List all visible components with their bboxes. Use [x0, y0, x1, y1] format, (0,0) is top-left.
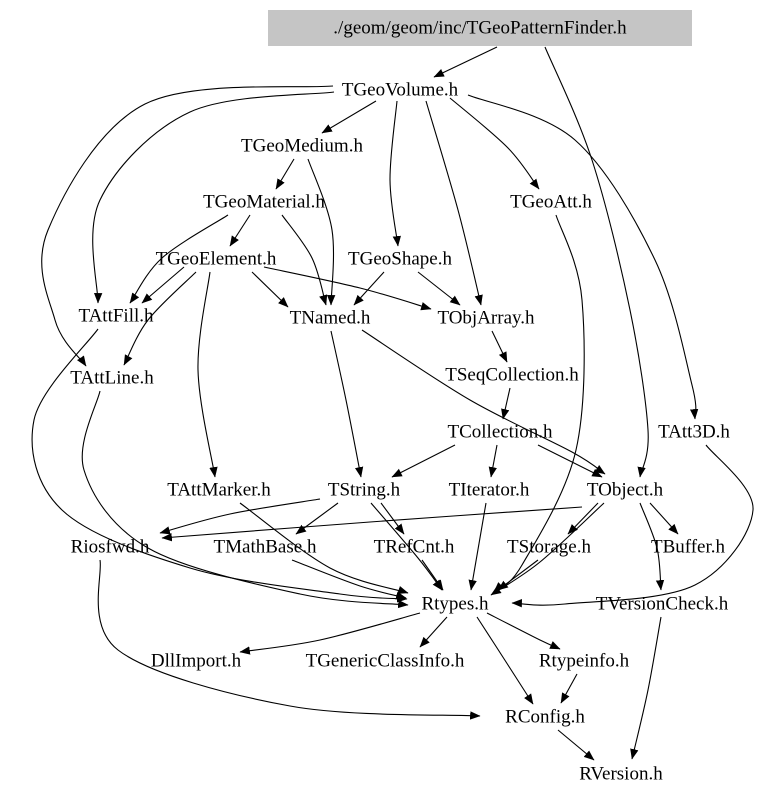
node-tversioncheck: TVersionCheck.h: [596, 594, 729, 615]
edge-tobjarray-to-tseqcollection: [491, 330, 508, 363]
edge-tattfill-to-rtypes: [31, 328, 408, 603]
node-tcollection: TCollection.h: [447, 422, 553, 443]
edge-tnamed-to-tobject: [361, 329, 606, 475]
edge-tgeoelement-to-tattline: [123, 271, 197, 366]
edge-tgeoelement-to-tobjarray: [263, 266, 432, 311]
edge-tcollection-to-titerator: [488, 444, 498, 478]
edge-rtypes-to-tgenericclassinfo: [419, 616, 448, 648]
edge-rtypes-to-dllimport: [239, 612, 421, 655]
edge-tgeovolume-to-tgeoatt: [449, 97, 540, 190]
node-tattfill: TAttFill.h: [78, 306, 154, 327]
edge-rtypes-to-rtypeinfo: [486, 612, 561, 650]
edge-tstorage-to-rtypes: [497, 559, 539, 591]
edge-tstring-to-tmathbase: [295, 502, 339, 535]
edge-tgeomedium-to-tnamed: [307, 158, 336, 306]
edge-tattline-to-rtypes: [81, 390, 409, 609]
edge-root-to-tobject: [544, 46, 649, 478]
edge-tgeomaterial-to-tgeoelement: [229, 214, 251, 247]
graph-edges: [31, 46, 754, 761]
edge-tobject-to-riosfwd: [161, 506, 583, 542]
node-tstring: TString.h: [328, 480, 401, 501]
edge-tgeovolume-to-tattfill: [92, 91, 335, 304]
edge-tgeomaterial-to-tattfill: [129, 214, 229, 304]
edge-tgeoelement-to-tattmarker: [197, 271, 218, 478]
edge-tatt3d-to-rtypes: [511, 444, 754, 608]
edge-tstring-to-trefcnt: [380, 502, 405, 535]
node-tbuffer: TBuffer.h: [651, 537, 726, 558]
node-titerator: TIterator.h: [449, 480, 530, 501]
node-tstorage: TStorage.h: [507, 537, 591, 558]
node-rconfig: RConfig.h: [505, 707, 585, 728]
node-riosfwd: Riosfwd.h: [71, 537, 150, 558]
node-tgeovolume: TGeoVolume.h: [342, 80, 459, 101]
edge-tgeovolume-to-tobjarray: [425, 100, 483, 306]
edge-riosfwd-to-rconfig: [97, 559, 481, 720]
node-tobject: TObject.h: [587, 480, 664, 501]
node-tgeoshape: TGeoShape.h: [348, 249, 452, 270]
edge-tmathbase-to-rtypes: [291, 559, 407, 600]
node-tgeoatt: TGeoAtt.h: [510, 192, 592, 213]
edge-tseqcollection-to-tcollection: [501, 387, 511, 420]
edge-tnamed-to-tstring: [330, 330, 364, 478]
edge-trefcnt-to-rtypes: [421, 559, 444, 591]
edge-tgeovolume-to-tattline: [41, 85, 334, 367]
edge-tgeoelement-to-tnamed: [251, 271, 289, 308]
edge-tgeoshape-to-tnamed: [353, 271, 385, 306]
node-root: ./geom/geom/inc/TGeoPatternFinder.h: [333, 18, 627, 39]
edge-tgeovolume-to-tgeoshape: [389, 100, 401, 247]
node-root-highlight-box: [268, 10, 692, 46]
edge-tgeovolume-to-tatt3d: [467, 94, 699, 420]
node-rtypeinfo: Rtypeinfo.h: [539, 651, 630, 672]
edge-tobject-to-tstorage: [567, 502, 599, 535]
node-dllimport: DllImport.h: [151, 651, 242, 672]
edge-tgeomaterial-to-tnamed: [281, 214, 328, 306]
edge-tgeoshape-to-tobjarray: [417, 271, 461, 306]
edge-tcollection-to-tstring: [391, 444, 456, 478]
node-tgeomedium: TGeoMedium.h: [241, 136, 363, 157]
node-tnamed: TNamed.h: [290, 308, 371, 329]
node-tattline: TAttLine.h: [70, 368, 154, 389]
edge-tgeoatt-to-rtypes: [493, 214, 585, 593]
edge-tgeoelement-to-tattfill: [141, 266, 185, 304]
edge-tstring-to-riosfwd: [159, 498, 321, 535]
node-tgeoelement: TGeoElement.h: [156, 249, 277, 270]
edge-tgeovolume-to-tgeomedium: [321, 100, 377, 134]
node-tatt3d: TAtt3D.h: [658, 422, 730, 443]
edge-tversioncheck-to-rversion: [630, 616, 662, 760]
node-rtypes: Rtypes.h: [421, 594, 489, 615]
node-tobjarray: TObjArray.h: [437, 308, 535, 329]
edge-root-to-tgeovolume: [433, 46, 498, 78]
edge-tgeomedium-to-tgeomaterial: [275, 158, 295, 190]
edge-tattmarker-to-rtypes: [239, 502, 409, 594]
node-rversion: RVersion.h: [579, 764, 663, 785]
edge-tcollection-to-tobject: [537, 444, 603, 478]
node-tattmarker: TAttMarker.h: [167, 480, 271, 501]
edge-titerator-to-rtypes: [468, 502, 487, 591]
edge-rtypes-to-rconfig: [476, 616, 534, 705]
graph-nodes: ./geom/geom/inc/TGeoPatternFinder.hTGeoV…: [70, 10, 730, 785]
node-tseqcollection: TSeqCollection.h: [445, 365, 579, 386]
node-tmathbase: TMathBase.h: [214, 537, 317, 558]
node-trefcnt: TRefCnt.h: [374, 537, 455, 558]
edge-tobject-to-tbuffer: [649, 502, 679, 535]
node-tgenericclassinfo: TGenericClassInfo.h: [306, 651, 465, 672]
edge-rtypeinfo-to-rconfig: [560, 673, 578, 704]
node-tgeomaterial: TGeoMaterial.h: [203, 192, 325, 213]
edge-rconfig-to-rversion: [557, 729, 595, 761]
edge-tobject-to-tversioncheck: [639, 502, 665, 591]
